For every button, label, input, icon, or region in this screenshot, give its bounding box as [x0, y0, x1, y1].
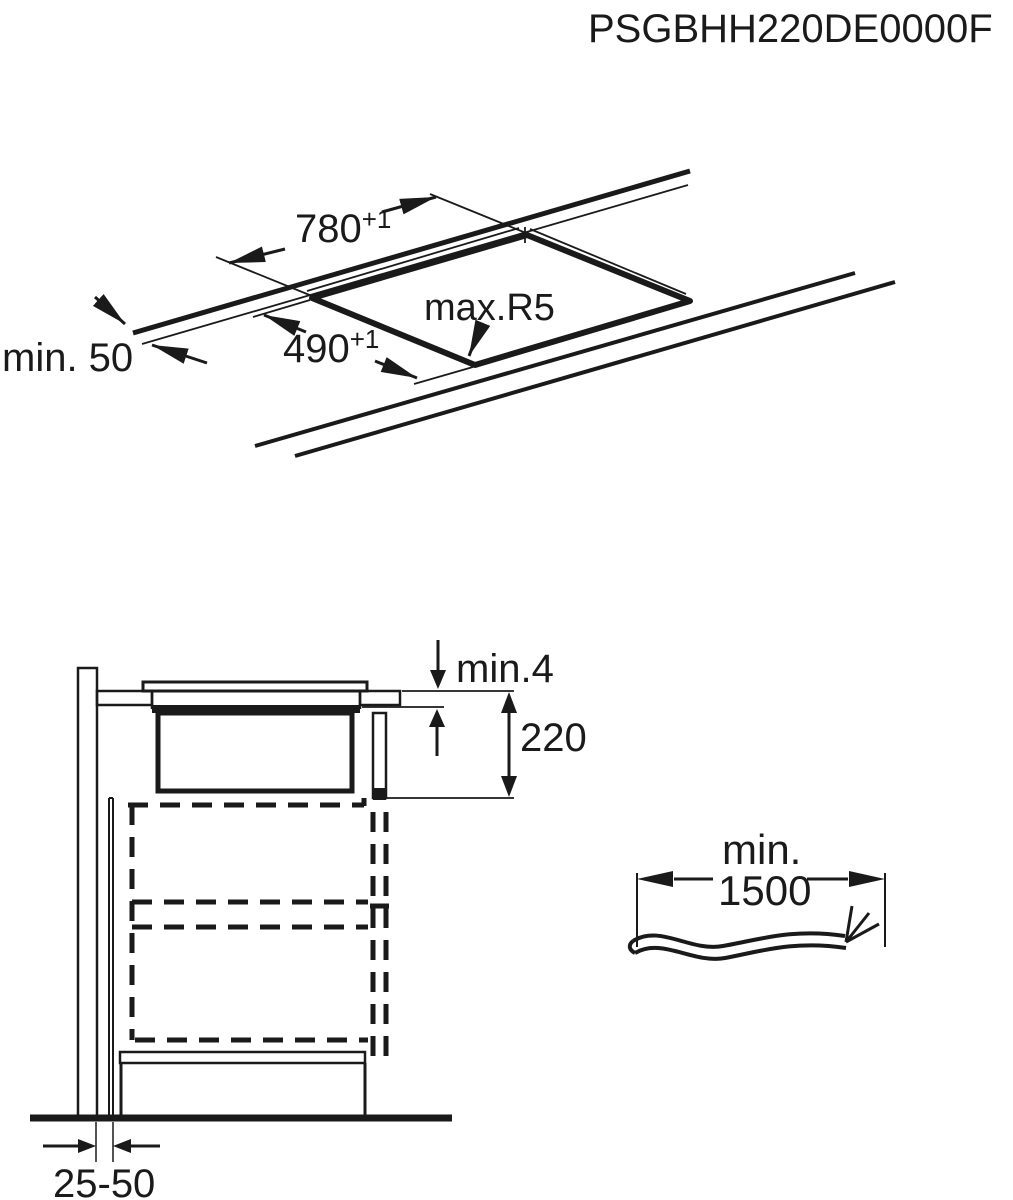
- cutout-outline: [309, 232, 693, 368]
- edge-distance-label: min. 50: [2, 336, 133, 380]
- wire-strands: [844, 905, 880, 944]
- glass-clearance-dimension: min.4: [362, 640, 554, 756]
- extension-line: [95, 1122, 114, 1162]
- extension-line: [429, 193, 527, 234]
- cabinet-shelf: [118, 1050, 367, 1065]
- cutout-edge-lip-right: [529, 228, 687, 295]
- plinth-sides: [119, 1063, 367, 1116]
- left-arrowhead: [637, 871, 673, 887]
- cable-end-cap: [627, 939, 637, 955]
- cable-min-label: min.: [722, 826, 801, 873]
- dimension-arrow: [92, 293, 127, 326]
- cabinet-back-panel: [108, 797, 114, 1116]
- dimension-arrow: [228, 246, 286, 265]
- wall-section: [76, 666, 99, 1118]
- extension-line: [413, 366, 474, 385]
- corner-radius-annotation: max.R5: [424, 287, 555, 357]
- cutout-depth-label: 490+1: [283, 324, 379, 371]
- power-cable-length: min. 1500: [627, 826, 886, 961]
- radius-arrow: [467, 319, 491, 357]
- worktop-back-edge: [132, 168, 691, 336]
- worktop-section-left: [95, 689, 154, 707]
- corner-radius-label: max.R5: [424, 287, 555, 329]
- hob-glass-plate: [141, 680, 369, 693]
- wall-gap-dimension: 25-50: [43, 1122, 160, 1200]
- up-arrowhead: [501, 692, 517, 713]
- left-arrowhead: [113, 1139, 131, 1153]
- edge-distance-dimension: min. 50: [2, 293, 208, 380]
- cutout-width-dimension: 780+1: [215, 193, 527, 297]
- right-arrowhead: [849, 871, 885, 887]
- side-section-view: min.4 220: [30, 640, 587, 1200]
- worktop-front-edge: [254, 271, 856, 448]
- worktop-section-right: [358, 689, 402, 707]
- down-arrowhead: [430, 670, 446, 689]
- dimension-arrow: [263, 313, 307, 336]
- right-arrowhead: [78, 1139, 96, 1153]
- downdraft-duct: [371, 711, 388, 800]
- cable-length-label: 1500: [718, 867, 811, 914]
- extension-line: [252, 299, 311, 318]
- product-code: PSGBHH220DE0000F: [588, 7, 993, 51]
- dimension-arrow: [381, 195, 437, 215]
- dimension-arrow: [374, 357, 418, 380]
- cutout-depth-dimension: 490+1: [252, 299, 474, 385]
- cable-top: [631, 931, 846, 949]
- up-arrowhead: [429, 709, 445, 727]
- cabinet-dashed-outline: [128, 798, 389, 1060]
- wall-gap-label: 25-50: [53, 1162, 155, 1200]
- hob-body: [155, 710, 355, 794]
- isometric-top-view: 780+1 490+1 min. 50 max.R5: [2, 168, 896, 458]
- dimension-bounds: [636, 873, 886, 947]
- appliance-depth-label: 220: [520, 716, 587, 760]
- down-arrowhead: [501, 776, 517, 797]
- worktop-back-edge-inner: [141, 184, 689, 345]
- appliance-depth-dimension: 220: [386, 692, 587, 799]
- duct-outlet: [373, 788, 386, 800]
- glass-clearance-label: min.4: [456, 647, 554, 691]
- cutout-edge-lip-left: [306, 227, 520, 292]
- cutout-width-label: 780+1: [295, 204, 391, 251]
- worktop-front-edge-inner: [294, 280, 896, 458]
- dimension-arrow: [151, 343, 208, 365]
- cable-bottom: [633, 943, 847, 961]
